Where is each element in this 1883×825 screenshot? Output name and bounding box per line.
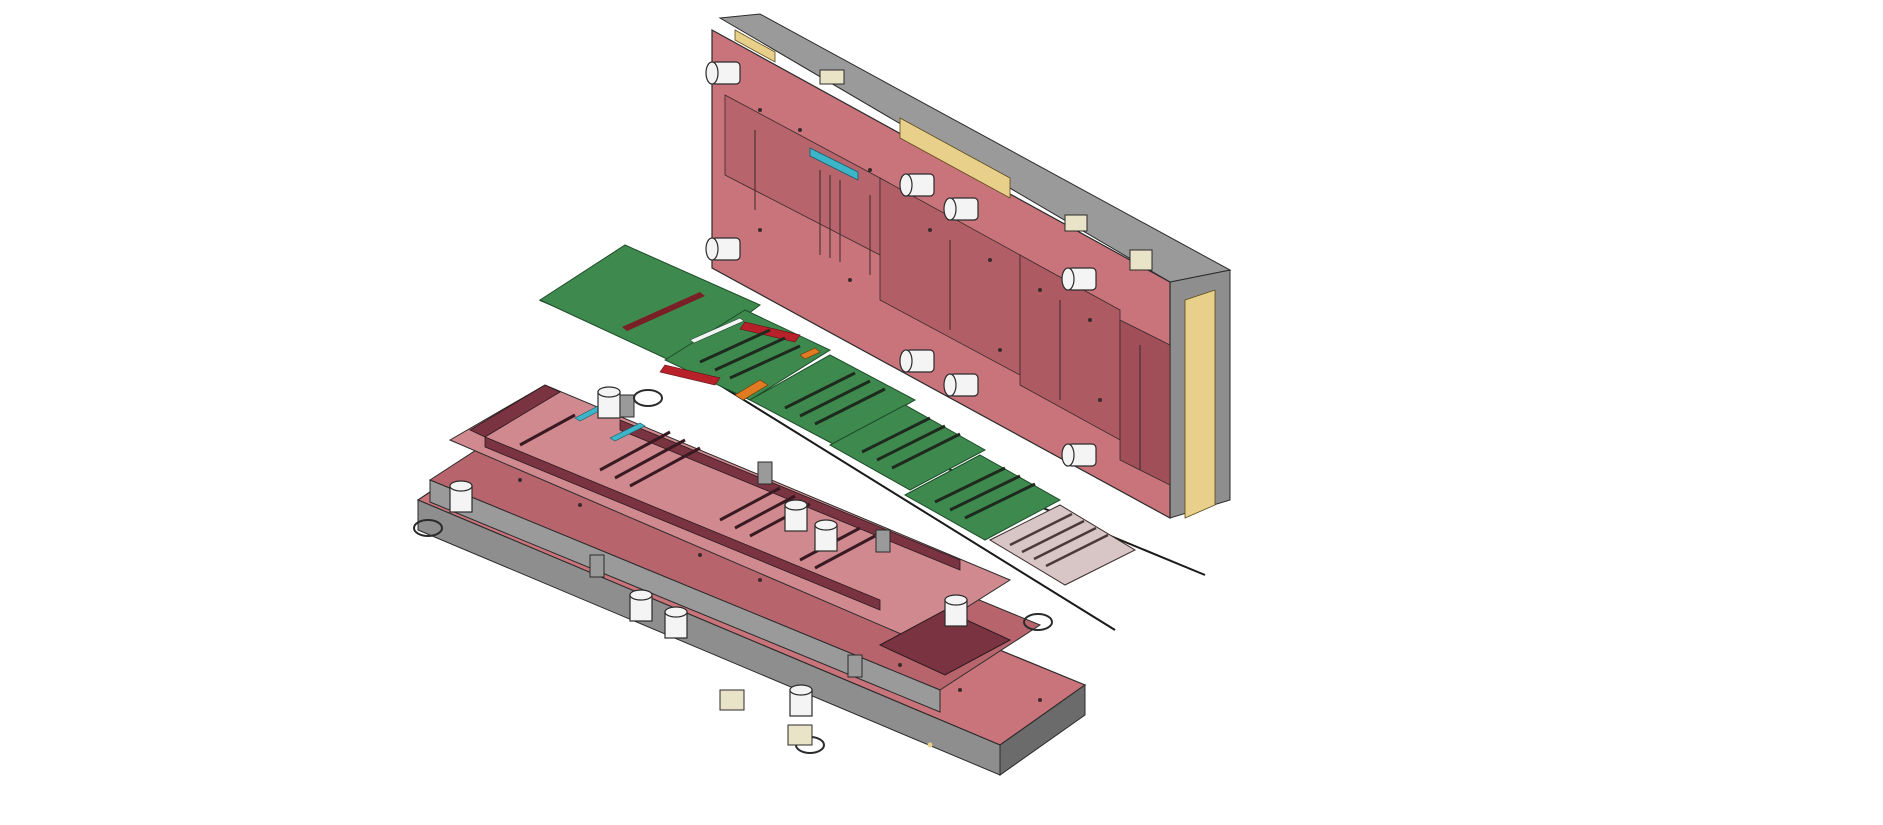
- upper-die-label-plate-3: [734, 29, 776, 63]
- guide-bushing: [1061, 267, 1097, 291]
- guide-post: [597, 386, 621, 419]
- strip-station-5: [903, 454, 1062, 541]
- strip-final-part-slots: [1009, 512, 1109, 568]
- lower-die-guide-posts: [449, 386, 968, 717]
- guide-post: [789, 684, 813, 717]
- lower-die-side-blocks: [719, 689, 813, 746]
- strip-orange-part: [734, 379, 769, 401]
- strip-red-part-2: [659, 364, 721, 386]
- lower-die-stop-blocks: [589, 394, 891, 678]
- upper-die-assembly: [705, 13, 1232, 520]
- upper-die-cyan-key: [809, 147, 859, 181]
- upper-die-lifting-eyes: [819, 69, 1153, 271]
- upper-die-label-plate-2: [1184, 289, 1216, 519]
- strip-white-cut: [689, 317, 745, 344]
- lower-die-rail-back: [469, 384, 561, 438]
- lower-die-middle-front: [429, 479, 941, 713]
- strip-station-5-slots: [934, 466, 1036, 520]
- strip-station-4-slots: [861, 416, 961, 470]
- upper-die-insert-block: [1119, 319, 1171, 486]
- guide-post: [944, 594, 968, 627]
- upper-die-slots: [754, 130, 1141, 470]
- strip-red-part-1: [739, 321, 801, 343]
- guide-bushing: [899, 173, 935, 197]
- strip-orange-part-2: [799, 347, 821, 360]
- guide-bushing: [943, 197, 979, 221]
- guide-bushing: [899, 349, 935, 373]
- upper-die-label-plate-1: [899, 117, 1011, 199]
- upper-die-top-face: [718, 13, 1232, 283]
- guide-bushing: [705, 237, 741, 261]
- guide-bushing: [705, 61, 741, 85]
- lower-die-rail-long-2: [619, 419, 961, 571]
- lower-die-assembly: [413, 384, 1087, 776]
- guide-post: [784, 499, 808, 532]
- lower-die-cyan-key-2: [609, 422, 646, 442]
- lower-die-base-side: [999, 684, 1086, 776]
- strip-layout: [538, 244, 1206, 631]
- strip-station-2-slots: [699, 328, 801, 380]
- guide-bushing: [943, 373, 979, 397]
- lower-die-bolt-holes: [518, 478, 1042, 748]
- upper-die-guide-bushings: [705, 61, 1097, 467]
- strip-station-1-slot: [622, 292, 705, 331]
- strip-station-3-slots: [784, 371, 886, 426]
- lower-die-rail-long-1: [484, 436, 881, 611]
- guide-post: [664, 606, 688, 639]
- lower-die-final-pocket: [878, 609, 1012, 676]
- strip-station-4: [828, 404, 987, 491]
- guide-post: [449, 480, 473, 513]
- guide-post: [629, 589, 653, 622]
- guide-bushing: [1061, 443, 1097, 467]
- lower-die-stripper-plate: [448, 384, 1012, 641]
- lower-die-forming-slots: [519, 413, 876, 570]
- guide-post: [814, 519, 838, 552]
- upper-die-bolt-holes: [758, 108, 1102, 402]
